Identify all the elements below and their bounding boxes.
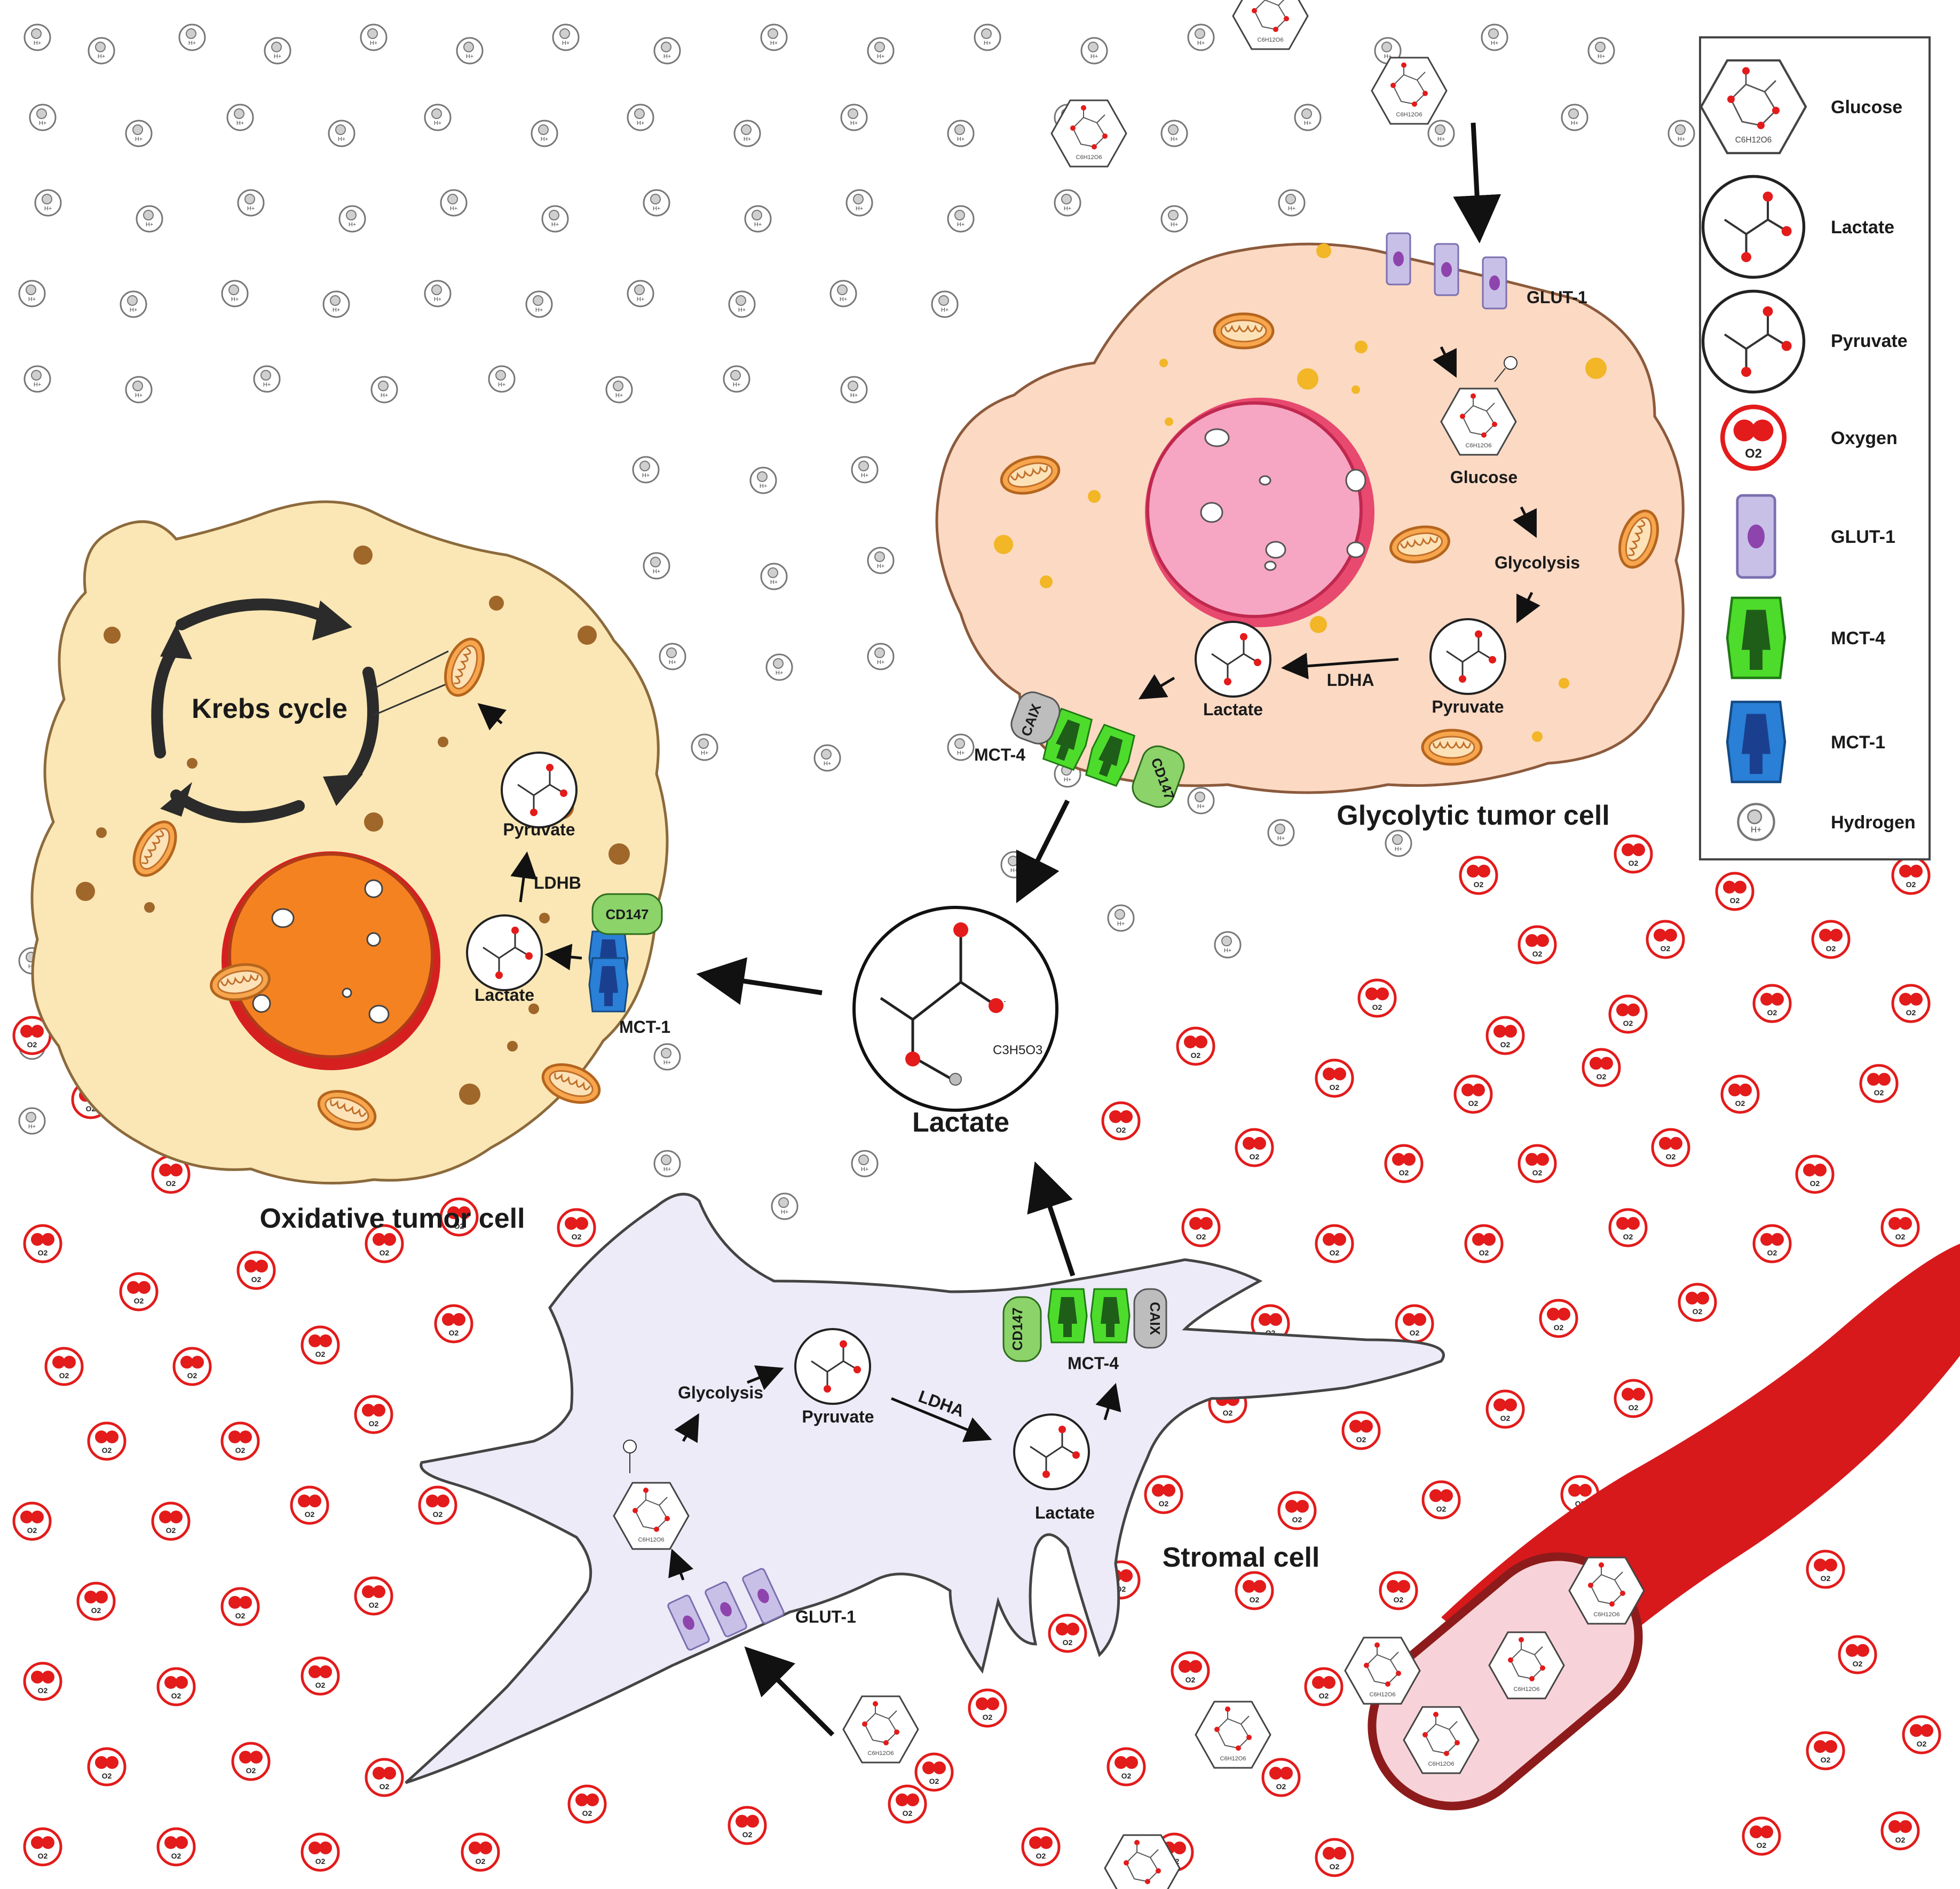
- lactate-label-oxidative: Lactate: [475, 985, 534, 1005]
- glycolysis-label-stromal: Glycolysis: [678, 1383, 763, 1402]
- glycolytic-vesicles: [994, 243, 1607, 742]
- lactate-formula: C3H5O3: [993, 1043, 1042, 1057]
- mct1-oxidative: CD147 MCT-1: [588, 893, 670, 1037]
- oxidative-vesicles: [76, 546, 630, 1105]
- oxidative-pathway: Pyruvate Lactate LDHB: [466, 703, 582, 1005]
- lactate-label-stromal: Lactate: [1035, 1503, 1095, 1522]
- svg-text:Lactate: Lactate: [1831, 217, 1894, 238]
- central-lactate-label: Lactate: [912, 1107, 1009, 1138]
- legend-mct1: MCT-1: [1727, 702, 1885, 782]
- main-flow-arrows: [696, 122, 1501, 1737]
- mct4-label-glycolytic: MCT-4: [974, 745, 1025, 764]
- svg-text:Pyruvate: Pyruvate: [1831, 331, 1908, 351]
- glut1-label-stromal: GLUT-1: [795, 1607, 856, 1626]
- hydrogen-ion-icon: [1738, 804, 1774, 840]
- legend-hydrogen: Hydrogen: [1738, 804, 1916, 840]
- lactate-molecule-icon: [1703, 177, 1804, 278]
- legend-lactate: Lactate: [1703, 177, 1894, 278]
- legend-oxygen: Oxygen: [1722, 407, 1898, 469]
- svg-text:Oxygen: Oxygen: [1831, 428, 1898, 448]
- oxidative-cell-label: Oxidative tumor cell: [259, 1203, 525, 1234]
- blood-vessel: [1368, 1244, 1960, 1811]
- cd147-stromal: CD147: [1002, 1296, 1042, 1362]
- oxidative-cell-nucleus: [222, 851, 440, 1070]
- cd147-label-oxidative: CD147: [606, 906, 649, 922]
- mct4-glycolytic: CAIX CD147 MCT-4: [974, 691, 1185, 808]
- pyruvate-label-glycolytic: Pyruvate: [1432, 697, 1504, 716]
- legend-pyruvate: Pyruvate: [1703, 291, 1908, 392]
- glucose-label-glycolytic: Glucose: [1450, 468, 1518, 487]
- glut1-stromal: GLUT-1: [666, 1567, 856, 1652]
- caix-glycolytic: CAIX: [1010, 691, 1061, 745]
- lactate-label-glycolytic: Lactate: [1203, 700, 1263, 719]
- central-lactate: - C3H5O3 Lactate: [852, 906, 1058, 1138]
- mct4-stromal: CD147 CAIX MCT-4: [1002, 1288, 1167, 1373]
- cd147-label-stromal: CD147: [1009, 1308, 1025, 1351]
- legend: Glucose Lactate Pyruvate Oxygen: [1699, 36, 1931, 860]
- mct1-transporter-icon: [1727, 702, 1785, 782]
- glycolysis-label-glycolytic: Glycolysis: [1495, 553, 1580, 572]
- glycolytic-cell-nucleus: [1145, 398, 1374, 627]
- mct4-label-stromal: MCT-4: [1068, 1354, 1119, 1373]
- stromal-cell-label: Stromal cell: [1163, 1542, 1320, 1573]
- svg-text:Hydrogen: Hydrogen: [1831, 812, 1916, 833]
- ldhb-label-oxidative: LDHB: [534, 873, 581, 892]
- glut1-label-glycolytic: GLUT-1: [1527, 288, 1587, 307]
- oxidative-tumor-cell: Krebs cycle: [30, 500, 669, 1185]
- legend-glucose: Glucose: [1701, 60, 1902, 153]
- svg-text:Glucose: Glucose: [1831, 97, 1902, 117]
- glut1-glycolytic: GLUT-1: [1386, 232, 1587, 310]
- pyruvate-molecule-icon: [1703, 291, 1804, 392]
- caix-stromal: CAIX: [1133, 1288, 1167, 1349]
- glycolytic-cell-label: Glycolytic tumor cell: [1337, 800, 1610, 831]
- mct4-transporter-icon: [1727, 598, 1785, 678]
- pyruvate-label-oxidative: Pyruvate: [503, 820, 575, 839]
- svg-text:GLUT-1: GLUT-1: [1831, 527, 1895, 547]
- glut1-transporter-icon: [1737, 495, 1775, 578]
- svg-text:-: -: [1003, 997, 1006, 1005]
- pyruvate-label-stromal: Pyruvate: [802, 1407, 874, 1426]
- oxygen-molecule-icon: [1722, 407, 1784, 469]
- legend-mct4: MCT-4: [1727, 598, 1885, 678]
- cd147-oxidative: CD147: [591, 893, 663, 935]
- ldha-label-glycolytic: LDHA: [1327, 670, 1374, 690]
- cd147-glycolytic: CD147: [1132, 745, 1185, 808]
- mct1-label-oxidative: MCT-1: [619, 1017, 670, 1037]
- stromal-cell: [405, 1192, 1445, 1784]
- krebs-cycle-label: Krebs cycle: [192, 693, 347, 724]
- svg-text:MCT-4: MCT-4: [1831, 628, 1885, 649]
- svg-text:MCT-1: MCT-1: [1831, 732, 1885, 753]
- glycolytic-pathway: Glucose Glycolysis Pyruvate Lactate LDHA: [1138, 346, 1580, 719]
- caix-label-stromal: CAIX: [1147, 1302, 1163, 1335]
- legend-glut1: GLUT-1: [1737, 495, 1895, 578]
